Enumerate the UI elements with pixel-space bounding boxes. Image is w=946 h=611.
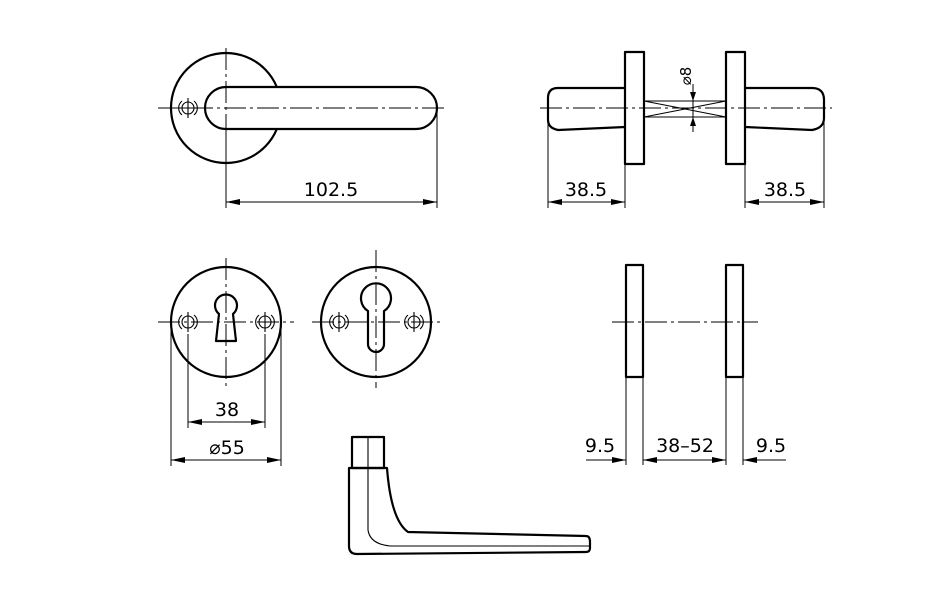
dimension-arrow — [612, 457, 626, 463]
dimension-arrow — [611, 199, 625, 205]
dimension-arrow — [251, 419, 265, 425]
lever-inner-line — [368, 468, 590, 546]
dimension-arrow — [690, 117, 696, 126]
dim-rose-thickness-right: 9.5 — [756, 435, 786, 457]
spindle-cross — [644, 101, 726, 117]
screw-symbol-right — [256, 312, 275, 332]
lever-front-view: 102.5 — [158, 48, 446, 208]
dim-screw-spacing: 38 — [215, 399, 239, 421]
dimension-arrow — [690, 92, 696, 101]
lever-body — [349, 468, 590, 554]
dimension-arrow — [743, 457, 757, 463]
dim-spindle: ⌀8 — [677, 67, 695, 86]
dimension-arrow — [226, 199, 240, 205]
screw-symbol-left — [330, 312, 349, 332]
dim-rose-thickness-left: 9.5 — [585, 435, 615, 457]
dim-rose-diameter: ⌀55 — [209, 437, 245, 459]
screw-symbol-right — [405, 312, 424, 332]
keyhole — [215, 295, 237, 341]
rose-right — [726, 265, 743, 377]
rose-left — [626, 265, 643, 377]
dim-projection-left: 38.5 — [565, 179, 607, 201]
dim-projection-right: 38.5 — [764, 179, 806, 201]
dim-lever-length: 102.5 — [304, 179, 358, 201]
screw-symbol-left — [179, 312, 198, 332]
dimension-arrow — [188, 419, 202, 425]
spindle — [644, 101, 726, 117]
dimension-arrow — [810, 199, 824, 205]
dimension-arrow — [171, 457, 185, 463]
cylinder-cutout — [361, 283, 391, 352]
cylinder-escutcheon-view — [312, 250, 444, 388]
dimension-arrow — [712, 457, 726, 463]
lever-profile-view — [349, 437, 590, 554]
side-view: ⌀8 38.5 38.5 — [540, 52, 832, 208]
dimension-arrow — [267, 457, 281, 463]
keyhole-escutcheon-view: 38 ⌀55 — [158, 258, 294, 466]
dimension-arrow — [548, 199, 562, 205]
screw-symbol — [178, 98, 198, 118]
door-section-view: 9.5 38–52 9.5 — [585, 265, 786, 465]
lever-stub-left — [548, 88, 625, 130]
dimension-arrow — [745, 199, 759, 205]
dim-door-thickness: 38–52 — [656, 435, 714, 457]
dimension-arrow — [423, 199, 437, 205]
lever-stub-right — [745, 88, 824, 130]
